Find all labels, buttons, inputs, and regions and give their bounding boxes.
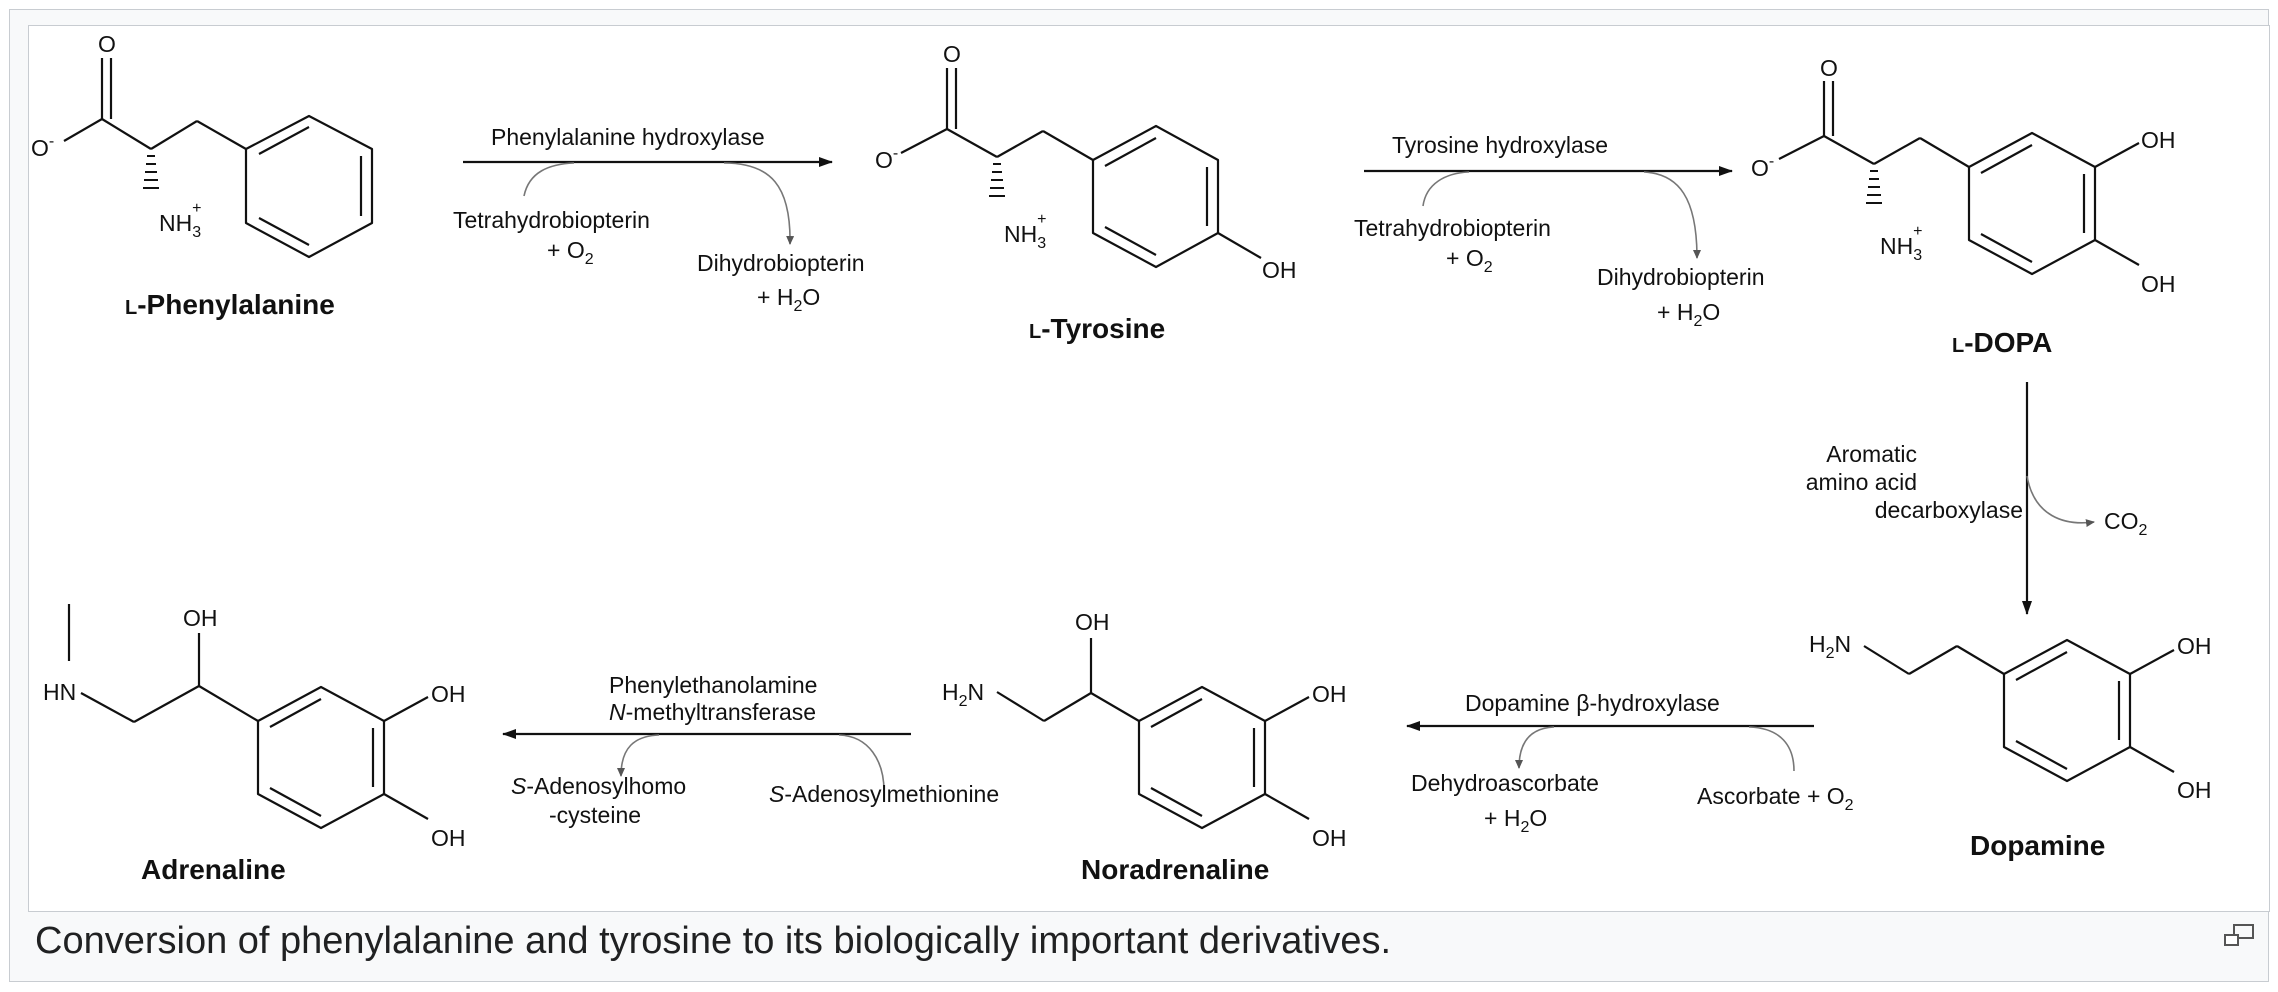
enlarge-icon[interactable] — [2222, 922, 2258, 950]
atom-label: H2N — [1809, 631, 1851, 662]
cofactor-tetrahydrobiopterin-1: Tetrahydrobiopterin — [453, 207, 650, 233]
atom-label: O- — [31, 133, 54, 161]
reaction-scheme: O O- NH3+ O O- NH3+ OH O O- NH3+ OH OH H… — [31, 31, 2212, 885]
compound-name-adrenaline: Adrenaline — [141, 854, 286, 885]
cofactor-h2o-3: + H2O — [1484, 805, 1547, 836]
compound-name-dopa: L-DOPA — [1952, 327, 2052, 358]
enzyme-phenylalanine-hydroxylase: Phenylalanine hydroxylase — [491, 124, 765, 150]
phenylalanine-structure — [63, 58, 374, 259]
curve-arrow-co2 — [2026, 475, 2095, 528]
compound-name-noradrenaline: Noradrenaline — [1081, 854, 1269, 885]
noradrenaline-structure — [996, 638, 1310, 830]
cofactor-o2-2: + O2 — [1446, 245, 1493, 276]
enzyme-pnmt-line2: N-methyltransferase — [609, 699, 816, 725]
tyrosine-structure — [900, 68, 1262, 269]
cofactor-tetrahydrobiopterin-2: Tetrahydrobiopterin — [1354, 215, 1551, 241]
curve-arrow-dehydroascorbate — [1515, 726, 1555, 769]
cofactor-dihydrobiopterin-1: Dihydrobiopterin — [697, 250, 864, 276]
atom-label: H2N — [942, 679, 984, 710]
cofactor-dehydroascorbate: Dehydroascorbate — [1411, 770, 1599, 796]
cofactor-sah-line2: -cysteine — [549, 802, 641, 828]
curve-arrow-ascorbate — [1748, 726, 1795, 772]
adrenaline-structure — [67, 604, 429, 830]
curve-arrow-bh4-2 — [1422, 171, 1470, 207]
figure-thumbnail: O O- NH3+ O O- NH3+ OH O O- NH3+ OH OH H… — [9, 9, 2270, 982]
atom-label: OH — [2141, 127, 2176, 153]
atom-label: O — [1820, 55, 1838, 81]
atom-label: NH3+ — [1880, 223, 1922, 264]
atom-label: OH — [1262, 257, 1297, 283]
figure-caption: Conversion of phenylalanine and tyrosine… — [35, 920, 1392, 962]
enzyme-aadc-line1: Aromatic — [1826, 441, 1917, 467]
atom-label: OH — [183, 605, 218, 631]
curve-arrow-bh4-1 — [523, 162, 575, 197]
cofactor-o2-1: + O2 — [547, 237, 594, 268]
enzyme-aadc-line2: amino acid — [1806, 469, 1917, 495]
enzyme-dopamine-beta-hydroxylase: Dopamine β-hydroxylase — [1465, 690, 1720, 716]
atom-label: OH — [2177, 777, 2212, 803]
atom-label: OH — [1312, 681, 1347, 707]
curve-arrow-bh2-1 — [723, 162, 795, 245]
dopamine-structure — [1863, 638, 2175, 783]
dopa-structure — [1778, 81, 2140, 276]
atom-label: NH3+ — [1004, 211, 1046, 252]
atom-label: HN — [43, 679, 76, 705]
cofactor-sah-line1: S-Adenosylhomo — [511, 773, 686, 799]
atom-label: O- — [875, 145, 898, 173]
atom-label: OH — [2177, 633, 2212, 659]
compound-name-phenylalanine: L-Phenylalanine — [125, 289, 335, 320]
curve-arrow-sam — [838, 734, 885, 792]
cofactor-h2o-1: + H2O — [757, 284, 820, 315]
atom-label: OH — [431, 825, 466, 851]
cofactor-h2o-2: + H2O — [1657, 299, 1720, 330]
enzyme-pnmt-line1: Phenylethanolamine — [609, 672, 817, 698]
curve-arrow-bh2-2 — [1643, 171, 1701, 259]
atom-label: OH — [2141, 271, 2176, 297]
enzyme-aadc-line3: decarboxylase — [1875, 497, 2023, 523]
curve-arrow-sah — [617, 734, 660, 777]
atom-label: OH — [431, 681, 466, 707]
atom-label: O — [943, 41, 961, 67]
atom-label: NH3+ — [159, 200, 201, 241]
cofactor-dihydrobiopterin-2: Dihydrobiopterin — [1597, 264, 1764, 290]
atom-label: OH — [1075, 609, 1110, 635]
enzyme-tyrosine-hydroxylase: Tyrosine hydroxylase — [1392, 132, 1608, 158]
atom-label: OH — [1312, 825, 1347, 851]
atom-label: O — [98, 31, 116, 57]
cofactor-ascorbate: Ascorbate + O2 — [1697, 783, 1854, 814]
atom-label: O- — [1751, 153, 1774, 181]
cofactor-co2: CO2 — [2104, 508, 2148, 539]
compound-name-dopamine: Dopamine — [1970, 830, 2105, 861]
compound-name-tyrosine: L-Tyrosine — [1029, 313, 1165, 344]
cofactor-s-adenosylmethionine: S-Adenosylmethionine — [769, 781, 999, 807]
reaction-scheme-image[interactable]: O O- NH3+ O O- NH3+ OH O O- NH3+ OH OH H… — [28, 25, 2270, 912]
